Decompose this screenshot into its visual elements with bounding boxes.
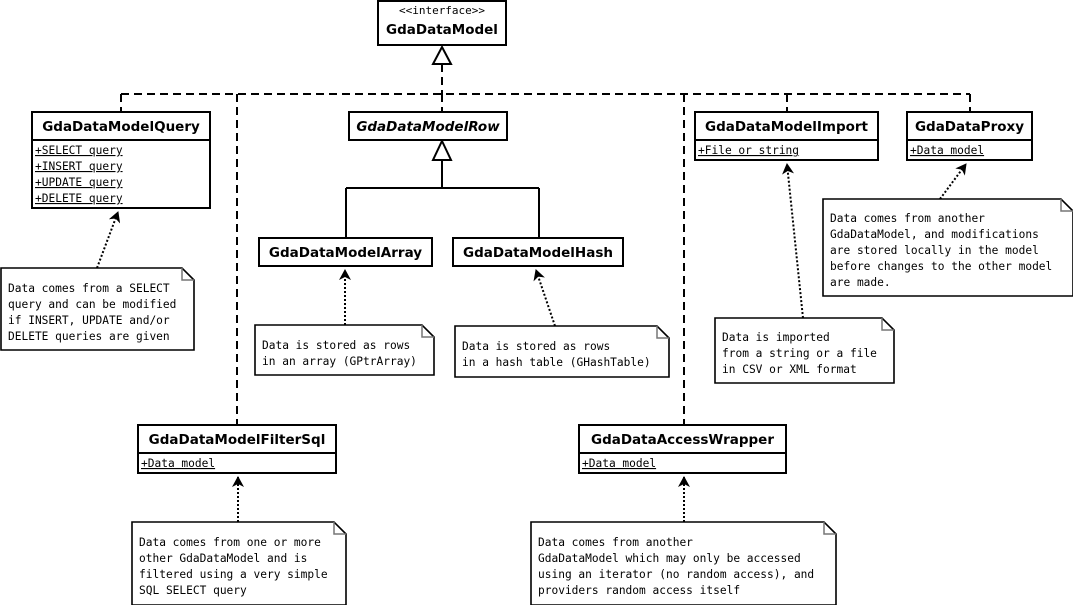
note-link-proxy	[939, 163, 967, 200]
note-line: Data comes from one or more	[139, 536, 321, 549]
class-hash[interactable]: GdaDataModelHash	[452, 237, 624, 267]
class-attribute: +Data model	[910, 144, 984, 157]
class-name: GdaDataModelQuery	[42, 119, 200, 135]
note-link-query	[96, 211, 121, 269]
note-line: SQL SELECT query	[139, 584, 247, 597]
note-query: Data comes from a SELECT query and can be…	[0, 267, 195, 351]
note-line: in a hash table (GHashTable)	[462, 356, 651, 369]
class-name: GdaDataModelImport	[705, 119, 869, 135]
class-name: GdaDataAccessWrapper	[591, 432, 774, 448]
note-line: providers random access itself	[538, 584, 740, 597]
note-array: Data is stored as rows in an array (GPtrA…	[254, 324, 435, 376]
note-line: filtered using a very simple	[139, 568, 328, 581]
class-name: GdaDataModelArray	[269, 245, 422, 261]
class-accesswrapper[interactable]: GdaDataAccessWrapper +Data model	[578, 424, 787, 474]
note-line: are made.	[830, 276, 891, 289]
note-hash: Data is stored as rows in a hash table (G…	[454, 325, 670, 378]
note-line: are stored locally in the model	[830, 244, 1039, 257]
class-attribute: +Data model	[582, 457, 656, 470]
class-attribute: +SELECT query	[35, 144, 123, 157]
note-line: Data comes from another	[538, 536, 693, 549]
class-attribute: +DELETE query	[35, 192, 123, 205]
note-line: in an array (GPtrArray)	[262, 355, 417, 368]
class-filtersql[interactable]: GdaDataModelFilterSql +Data model	[137, 424, 337, 474]
note-line: DELETE queries are given	[8, 330, 170, 343]
note-line: Data comes from a SELECT	[8, 282, 170, 295]
note-link-import	[782, 163, 804, 319]
note-line: GdaDataModel which may only be accessed	[538, 552, 801, 565]
class-gdadatamodel[interactable]: <<interface>> GdaDataModel	[377, 0, 507, 46]
note-line: GdaDataModel, and modifications	[830, 228, 1039, 241]
class-array[interactable]: GdaDataModelArray	[258, 237, 433, 267]
note-filtersql: Data comes from one or more other GdaData…	[131, 521, 347, 605]
class-row[interactable]: GdaDataModelRow	[348, 111, 508, 141]
connectors	[96, 44, 971, 522]
note-link-hash	[533, 269, 556, 327]
class-name: GdaDataModelHash	[463, 245, 613, 261]
realization-arrowhead-icon	[431, 44, 453, 65]
generalization-row-children	[345, 160, 540, 238]
class-import[interactable]: GdaDataModelImport +File or string	[694, 111, 879, 161]
generalization-arrowhead-icon	[431, 138, 453, 161]
class-proxy[interactable]: GdaDataProxy +Data model	[906, 111, 1033, 161]
class-name: GdaDataModelRow	[356, 119, 500, 135]
class-name: GdaDataProxy	[915, 119, 1024, 135]
note-line: Data is stored as rows	[462, 340, 610, 353]
class-name: GdaDataModel	[386, 22, 498, 38]
note-line: Data is imported	[722, 331, 830, 344]
note-line: before changes to the other model	[830, 260, 1052, 273]
note-line: other GdaDataModel and is	[139, 552, 307, 565]
interface-stereotype: <<interface>>	[399, 4, 485, 17]
class-attribute: +UPDATE query	[35, 176, 123, 189]
class-query[interactable]: GdaDataModelQuery +SELECT query +INSERT qu…	[31, 111, 211, 209]
note-line: Data is stored as rows	[262, 339, 410, 352]
class-name: GdaDataModelFilterSql	[149, 432, 326, 448]
note-line: if INSERT, UPDATE and/or	[8, 314, 170, 327]
class-attribute: +INSERT query	[35, 160, 123, 173]
note-line: Data comes from another	[830, 212, 985, 225]
class-attribute: +File or string	[698, 144, 799, 157]
note-line: in CSV or XML format	[722, 363, 857, 376]
note-line: query and can be modified	[8, 298, 176, 311]
note-import: Data is imported from a string or a file i…	[714, 317, 895, 384]
note-line: from a string or a file	[722, 347, 877, 360]
class-attribute: +Data model	[141, 457, 215, 470]
note-line: using an iterator (no random access), an…	[538, 568, 814, 581]
